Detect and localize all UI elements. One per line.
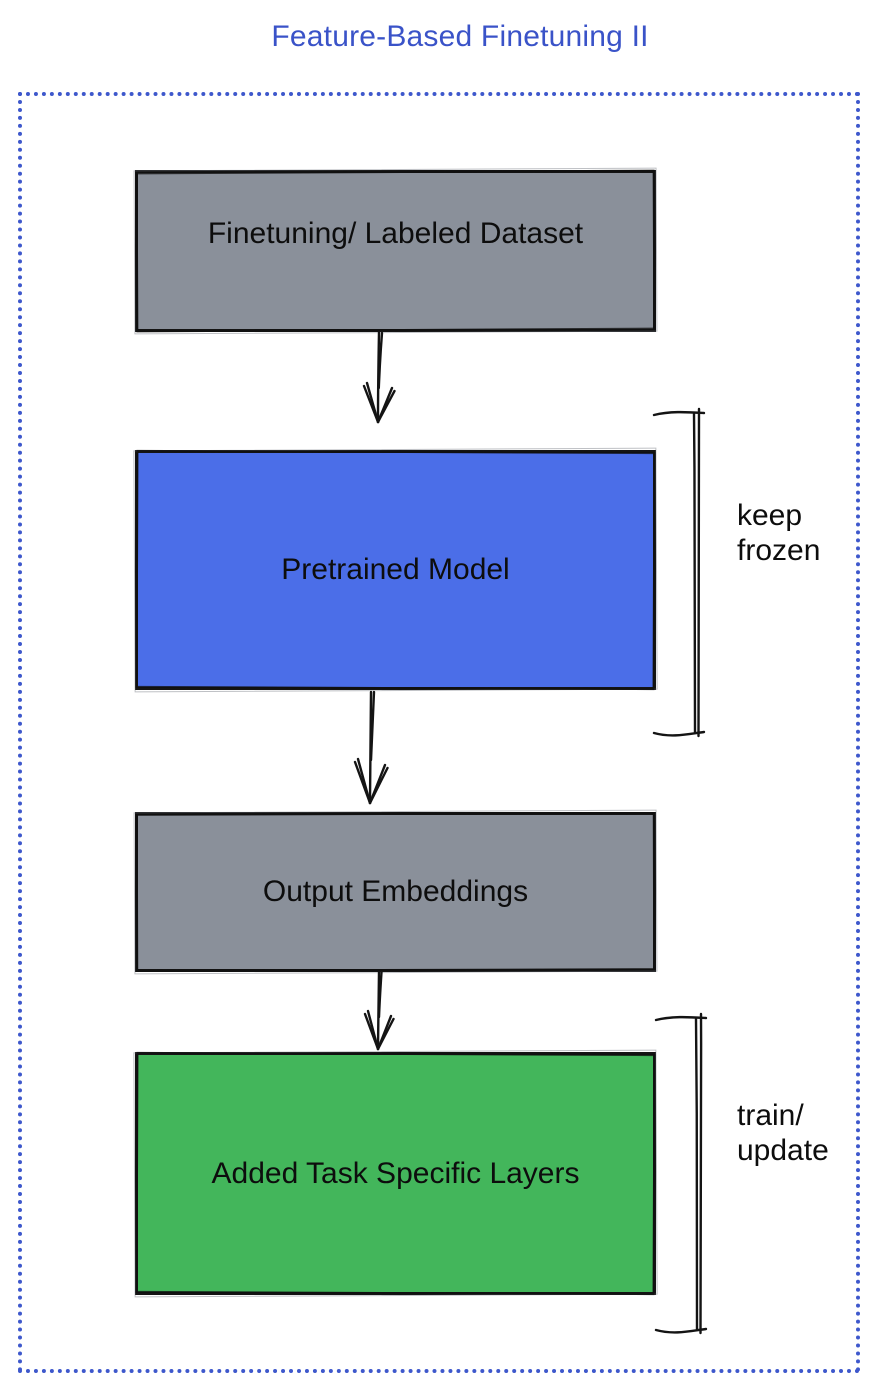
- diagram-title: Feature-Based Finetuning II: [271, 20, 649, 53]
- box-label: Added Task Specific Layers: [211, 1156, 580, 1190]
- box-added-task-specific-layers: Added Task Specific Layers: [135, 1052, 656, 1295]
- dotted-frame-border: [18, 92, 860, 1373]
- box-label: Finetuning/ Labeled Dataset: [207, 217, 584, 250]
- keep-frozen-label: keep frozen: [737, 499, 821, 567]
- right-bracket-icon: [654, 1012, 708, 1335]
- box-finetuning-labeled-dataset: Finetuning/ Labeled Dataset: [135, 170, 656, 332]
- box-label: Output Embeddings: [262, 875, 529, 908]
- box-label: Pretrained Model: [281, 553, 510, 586]
- box-output-embeddings: Output Embeddings: [135, 812, 656, 972]
- arrow-down-icon: [363, 970, 395, 1051]
- arrow-down-icon: [362, 330, 396, 424]
- arrow-down-icon: [353, 690, 389, 805]
- right-bracket-icon: [652, 407, 706, 738]
- train-update-label: train/ update: [737, 1099, 829, 1167]
- box-pretrained-model: Pretrained Model: [135, 450, 656, 690]
